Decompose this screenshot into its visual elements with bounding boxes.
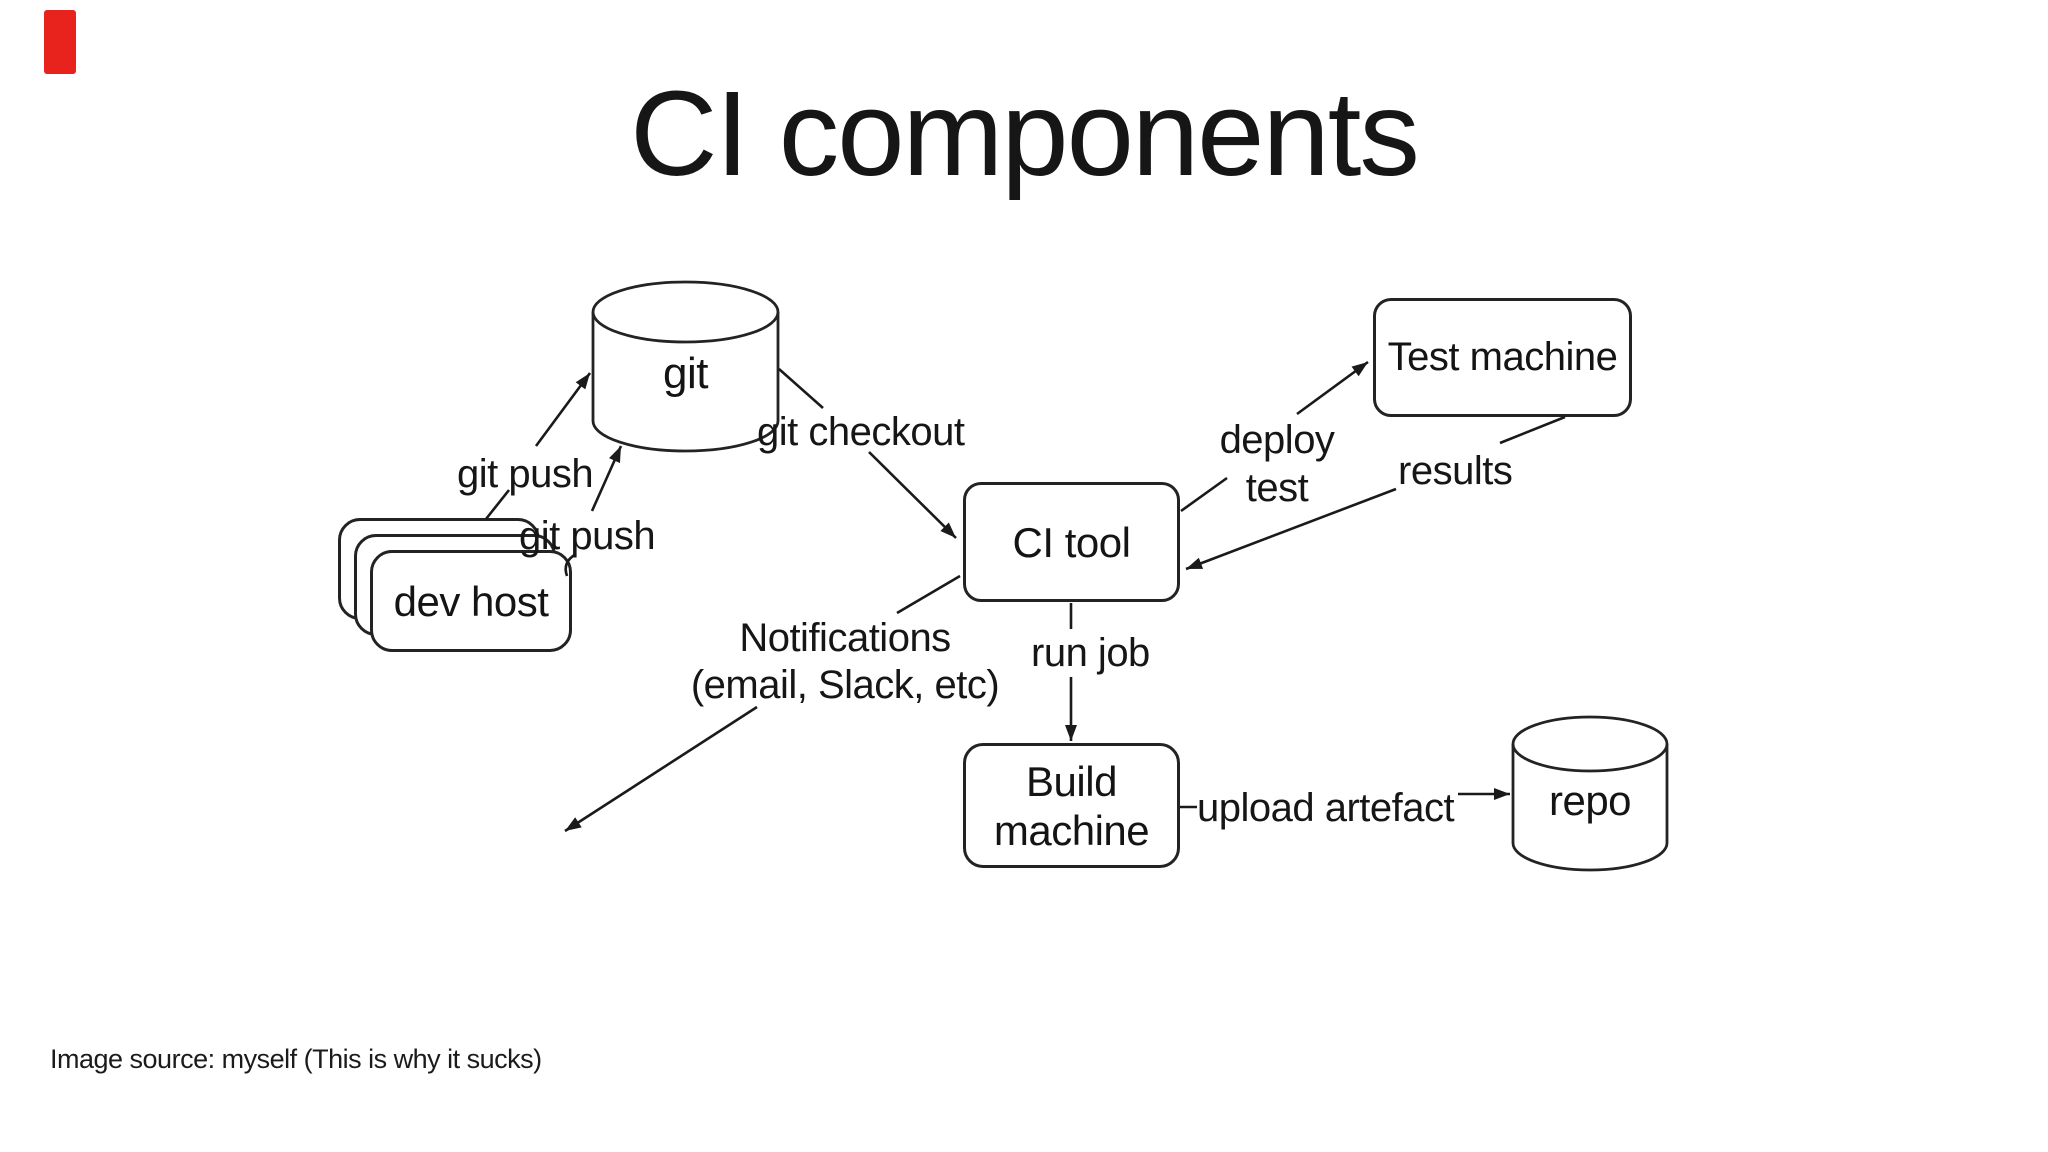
edge-label-deploy: deploy [1219, 418, 1335, 462]
ci-tool-label: CI tool [1012, 518, 1131, 566]
edge-label-git-checkout: git checkout [757, 410, 965, 454]
edge-label-git-push-1: git push [457, 452, 594, 496]
arrow-git-push-2 [564, 445, 623, 577]
arrow-upload-artefact [1180, 788, 1510, 809]
edge-label-upload-artefact: upload artefact [1197, 786, 1455, 830]
edge-label-test: test [1245, 466, 1309, 510]
edge-label-deploy-test: deploy test [1187, 416, 1367, 512]
test-machine-box: Test machine [1373, 298, 1632, 417]
arrow-notifications [564, 574, 961, 833]
edge-label-notifications-line1: Notifications [739, 616, 951, 660]
page-title: CI components [630, 65, 1420, 201]
arrow-git-checkout [778, 368, 957, 539]
image-source-caption: Image source: myself (This is why it suc… [50, 1044, 542, 1074]
edge-label-git-push-2: git push [519, 514, 656, 558]
test-machine-label: Test machine [1387, 335, 1618, 379]
arrow-results [1185, 415, 1566, 571]
edge-label-notifications: Notifications (email, Slack, etc) [677, 615, 1013, 709]
git-cylinder [591, 280, 780, 453]
dev-host-box: dev host [370, 550, 572, 652]
arrow-deploy-test [1180, 360, 1369, 513]
arrow-git-push-1 [484, 372, 592, 520]
edge-label-results: results [1398, 449, 1513, 493]
edge-label-run-job: run job [1031, 631, 1150, 675]
git-label: git [663, 349, 708, 398]
build-machine-box: Build machine [963, 743, 1180, 868]
red-marker-bar [44, 10, 76, 74]
edge-label-notifications-line2: (email, Slack, etc) [690, 663, 1000, 707]
repo-cylinder [1511, 715, 1669, 872]
ci-tool-box: CI tool [963, 482, 1180, 602]
build-machine-label: Build machine [993, 757, 1150, 854]
repo-label: repo [1548, 777, 1632, 824]
dev-host-label: dev host [393, 577, 549, 625]
